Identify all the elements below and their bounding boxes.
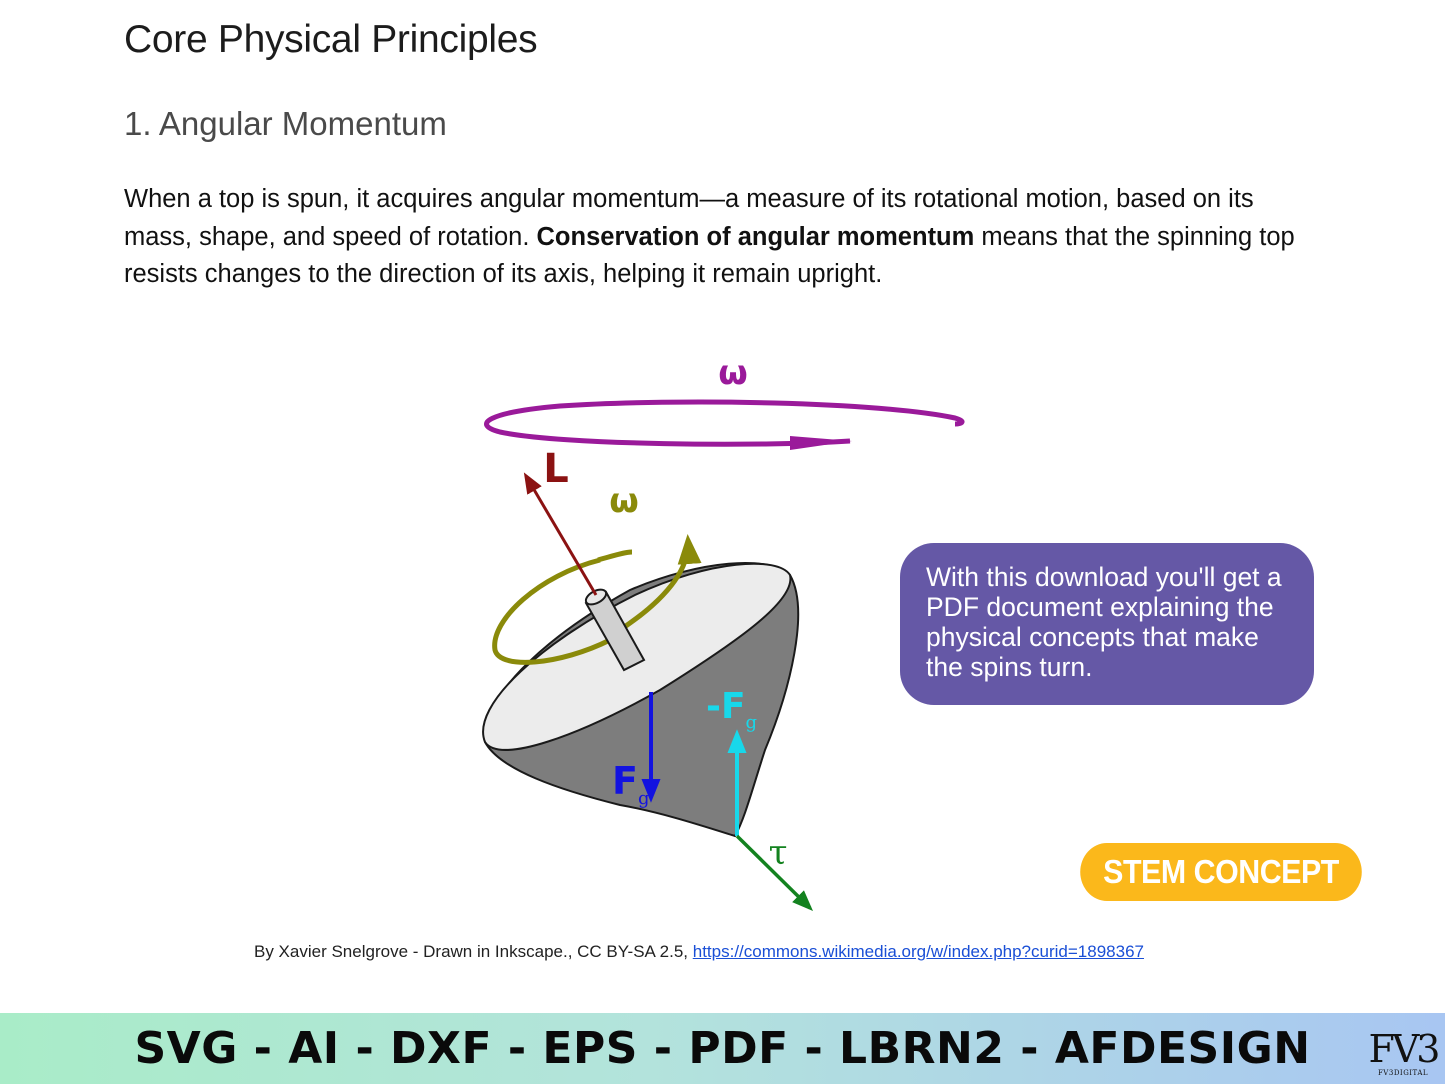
- footer-band: [0, 1013, 1445, 1084]
- normal-force-label-sub: g: [746, 712, 758, 733]
- spin-ring-top: [597, 549, 633, 563]
- credit-text: By Xavier Snelgrove - Drawn in Inkscape.…: [254, 942, 693, 961]
- precession-orbit-arrow: [484, 399, 965, 447]
- gravity-label-sub: g: [638, 788, 650, 809]
- file-formats-banner: SVG - AI - DXF - EPS - PDF - LBRN2 - AFD…: [134, 1023, 1311, 1074]
- torque-arrow: [735, 834, 813, 911]
- download-callout: With this download you'll get a PDF docu…: [900, 543, 1314, 705]
- logo-mark: FV3: [1369, 1027, 1439, 1071]
- body-text-part2: means that the spinning top resists chan…: [124, 222, 1295, 289]
- section-body: When a top is spun, it acquires angular …: [124, 181, 1324, 294]
- spin-ring-front: [618, 534, 702, 633]
- logo-text: FV3DIGITAL: [1378, 1069, 1428, 1077]
- gravity-label-main: F: [612, 759, 638, 803]
- precession-arrowhead: [790, 436, 852, 450]
- angular-momentum-label: L: [543, 446, 569, 492]
- body-text-part1: When a top is spun, it acquires angular …: [124, 185, 1254, 251]
- body-text-bold: Conservation of angular momentum: [536, 222, 975, 251]
- normal-force-label: -Fg: [706, 686, 757, 733]
- page-title: Core Physical Principles: [124, 18, 538, 61]
- section-title: 1. Angular Momentum: [124, 105, 447, 142]
- image-credit: By Xavier Snelgrove - Drawn in Inkscape.…: [254, 942, 1144, 962]
- gravity-label: Fg: [612, 759, 650, 809]
- normal-force-label-main: -F: [706, 686, 746, 727]
- omega-spin-label: ω: [609, 481, 639, 521]
- fv3-digital-logo: FV3 FV3DIGITAL: [1369, 1027, 1442, 1077]
- spin-ring-back: [492, 557, 612, 665]
- torque-label: τ: [769, 833, 788, 873]
- angular-momentum-arrow: [523, 472, 598, 596]
- credit-link[interactable]: https://commons.wikimedia.org/w/index.ph…: [692, 942, 1144, 961]
- omega-precession-label: ω: [718, 353, 748, 393]
- stem-concept-badge: STEM CONCEPT: [1080, 843, 1362, 901]
- spinning-top-diagram: ω ω L Fg -Fg τ: [482, 353, 965, 911]
